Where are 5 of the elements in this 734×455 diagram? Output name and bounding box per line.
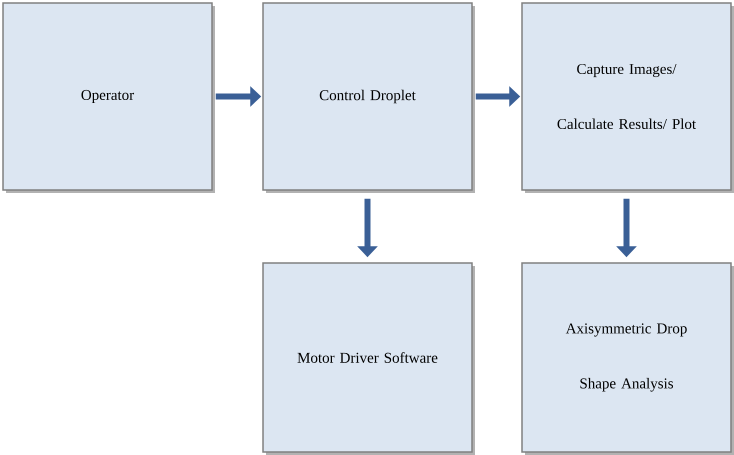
process-box: Capture Images/ Calculate Results/ Plot — [521, 2, 732, 191]
process-box: Operator — [2, 2, 213, 191]
process-box: Control Droplet — [262, 2, 473, 191]
process-box: Axisymmetric Drop Shape Analysis — [521, 262, 732, 453]
process-box: Motor Driver Software — [262, 262, 473, 453]
